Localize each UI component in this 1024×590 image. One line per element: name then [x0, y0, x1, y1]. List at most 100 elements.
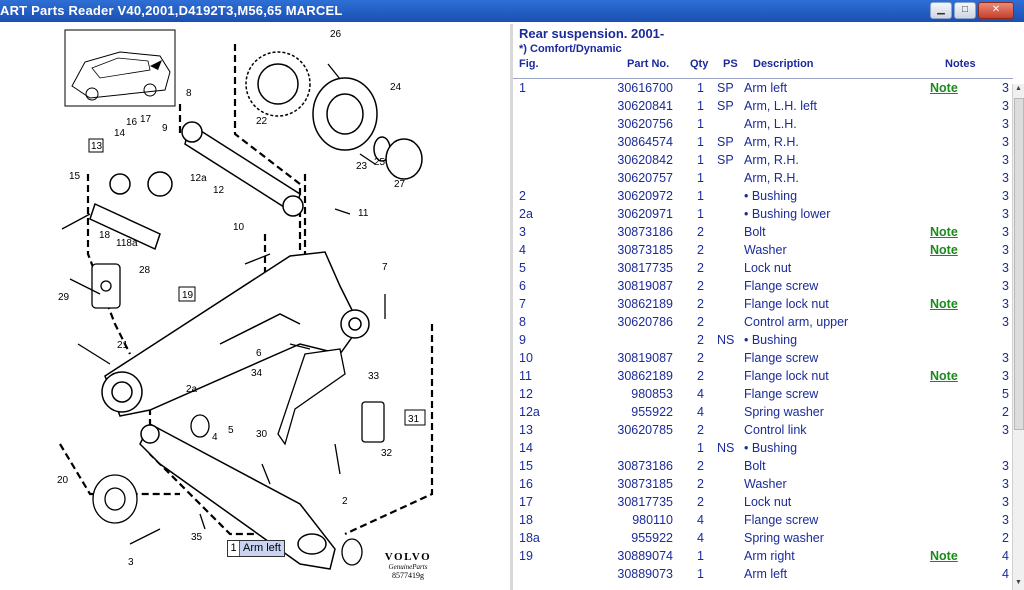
callout-28[interactable]: 28 — [139, 265, 151, 276]
callout-15[interactable]: 15 — [69, 171, 81, 182]
cell-description: Flange screw — [744, 387, 819, 401]
callout-12[interactable]: 12 — [213, 185, 225, 196]
callout-35[interactable]: 35 — [191, 532, 203, 543]
callout-27[interactable]: 27 — [394, 179, 406, 190]
callout-3[interactable]: 3 — [128, 557, 134, 568]
callout-2[interactable]: 2 — [342, 496, 348, 507]
cell-fig: 5 — [519, 261, 526, 275]
callout-7[interactable]: 7 — [382, 262, 388, 273]
callout-24[interactable]: 24 — [390, 82, 402, 93]
callout-14[interactable]: 14 — [114, 128, 126, 139]
cell-description: Arm right — [744, 549, 795, 563]
cell-fig: 13 — [519, 423, 533, 437]
col-description[interactable]: Description — [753, 58, 814, 70]
cell-qty: 1 — [697, 135, 704, 149]
scroll-down-icon[interactable]: ▼ — [1015, 579, 1022, 586]
callout-13[interactable]: 13 — [91, 141, 103, 152]
cell-fig: 17 — [519, 495, 533, 509]
callout-4[interactable]: 4 — [212, 432, 218, 443]
col-fig[interactable]: Fig. — [519, 58, 539, 70]
note-link[interactable]: Note — [930, 243, 958, 257]
col-notes[interactable]: Notes — [945, 58, 976, 70]
vertical-scrollbar[interactable]: ▲ ▼ — [1012, 84, 1024, 590]
callout-23[interactable]: 23 — [356, 161, 368, 172]
callout-33[interactable]: 33 — [368, 371, 380, 382]
callout-10[interactable]: 10 — [233, 222, 245, 233]
note-link[interactable]: Note — [930, 549, 958, 563]
minimize-icon[interactable]: ▁ — [930, 2, 952, 19]
callout-18[interactable]: 18 — [99, 230, 111, 241]
close-icon[interactable]: ✕ — [978, 2, 1014, 19]
callout-29[interactable]: 29 — [58, 292, 70, 303]
scroll-up-icon[interactable]: ▲ — [1015, 85, 1022, 92]
pane-splitter[interactable] — [510, 24, 513, 590]
callout-2a[interactable]: 2a — [186, 384, 198, 395]
callout-118a[interactable]: 118a — [116, 238, 138, 249]
callout-22[interactable]: 22 — [256, 116, 268, 127]
callout-11[interactable]: 11 — [358, 208, 369, 219]
suspension-diagram[interactable]: 26 24 8 22 16 17 9 14 13 15 12a 12 25 23… — [0, 24, 510, 590]
callout-34[interactable]: 34 — [251, 368, 263, 379]
callout-30[interactable]: 30 — [256, 429, 268, 440]
callout-5[interactable]: 5 — [228, 425, 234, 436]
callout-16[interactable]: 16 — [126, 117, 138, 128]
note-link[interactable]: Note — [930, 81, 958, 95]
cell-qty: 2 — [697, 495, 704, 509]
cell-ps: NS — [717, 333, 735, 347]
callout-25[interactable]: 25 — [374, 157, 386, 168]
cell-qty: 2 — [697, 459, 704, 473]
callout-32[interactable]: 32 — [381, 448, 393, 459]
cell-qty: 2 — [697, 423, 704, 437]
callout-19[interactable]: 19 — [182, 290, 194, 301]
col-qty[interactable]: Qty — [690, 58, 709, 70]
col-ps[interactable]: PS — [723, 58, 738, 70]
callout-9[interactable]: 9 — [162, 123, 168, 134]
callout-21[interactable]: 21 — [117, 340, 129, 351]
callout-8[interactable]: 8 — [186, 88, 192, 99]
cell-part-no: 30873185 — [617, 243, 673, 257]
callout-20[interactable]: 20 — [57, 475, 69, 486]
note-link[interactable]: Note — [930, 225, 958, 239]
callout-12a[interactable]: 12a — [190, 173, 207, 184]
note-link[interactable]: Note — [930, 297, 958, 311]
callout-17[interactable]: 17 — [140, 114, 152, 125]
col-part-no[interactable]: Part No. — [627, 58, 670, 70]
callout-31[interactable]: 31 — [408, 414, 420, 425]
note-link[interactable]: Note — [930, 369, 958, 383]
cell-page: 5 — [1002, 387, 1009, 401]
scrollbar-thumb[interactable] — [1014, 98, 1024, 430]
cell-qty: 1 — [697, 441, 704, 455]
callout-26[interactable]: 26 — [330, 29, 342, 40]
callout-6[interactable]: 6 — [256, 348, 262, 359]
maximize-icon[interactable]: □ — [954, 2, 976, 19]
